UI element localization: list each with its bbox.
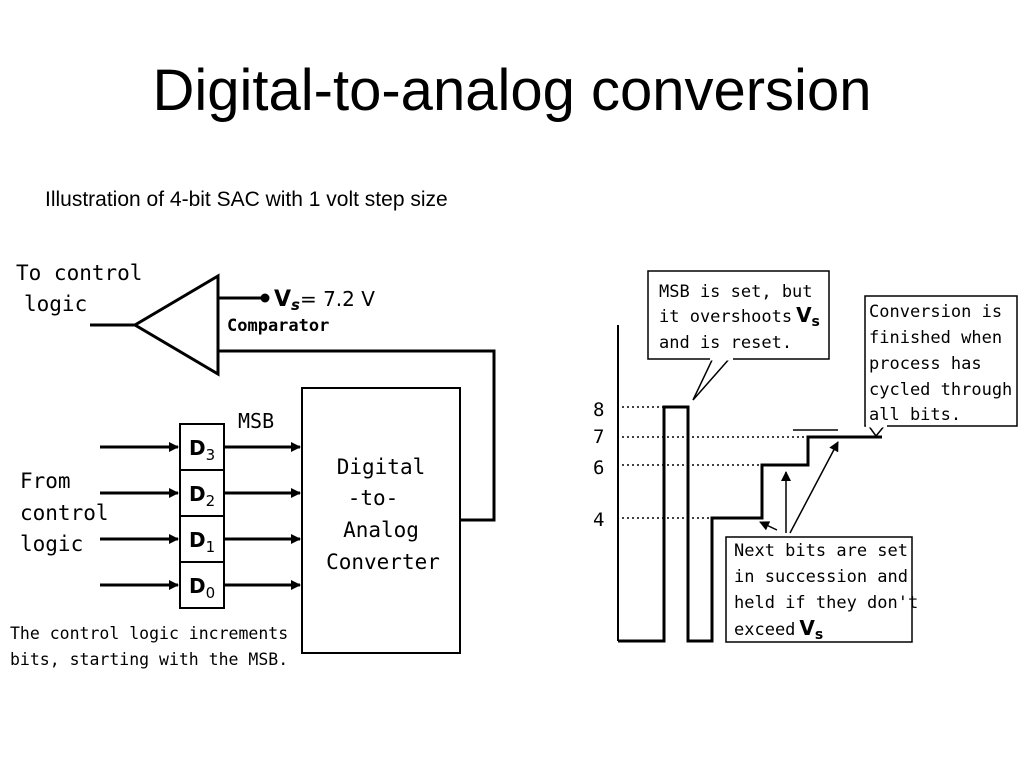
- pointer-arrow: [789, 441, 839, 534]
- callout-next-text: Next bits are set: [734, 541, 908, 561]
- bit-label-d0: D0: [189, 574, 215, 602]
- control-logic-note: bits, starting with the MSB.: [10, 650, 288, 669]
- callout-msb-box: [647, 270, 830, 360]
- callout-next-text: held if they don't: [734, 593, 918, 613]
- callout-msb-text: MSB is set, but: [659, 282, 813, 302]
- callout-finished-box: [864, 295, 1018, 427]
- bit-register: D3 D2 D1 D0: [179, 423, 225, 609]
- bit-label-d3: D3: [189, 436, 215, 464]
- dac-label: Digital: [337, 455, 426, 479]
- msb-label: MSB: [238, 409, 274, 433]
- callout-finished-text: all bits.: [869, 405, 961, 425]
- dac-label: Analog: [343, 518, 419, 542]
- bit-label-d1: D1: [189, 528, 215, 556]
- slide-title: Digital-to-analog conversion: [152, 58, 872, 123]
- callout-finished-text: finished when: [869, 328, 1002, 348]
- y-tick-label: 4: [593, 509, 604, 531]
- callout-finished-text: cycled through: [869, 380, 1012, 400]
- y-tick-label: 7: [593, 426, 604, 448]
- to-control-label: To control: [16, 261, 142, 285]
- callout-next-box: [725, 536, 913, 643]
- dac-label: Converter: [326, 550, 440, 574]
- dac-feedback-line: [218, 349, 496, 522]
- to-control-label: logic: [24, 292, 87, 316]
- callout-msb-text: and is reset.: [659, 333, 792, 353]
- comparator-label: Comparator: [227, 316, 329, 336]
- control-logic-note: The control logic increments: [10, 624, 288, 643]
- dac-label: -to-: [348, 486, 399, 510]
- bit-box-d1: [179, 515, 225, 563]
- circuit: To control logic Vs= 7.2 V Comparator MS…: [10, 261, 496, 669]
- y-tick-label: 6: [593, 457, 604, 479]
- comparator-symbol: [132, 273, 220, 377]
- callout-finished-text: Conversion is: [869, 302, 1002, 322]
- callout-next-bits: Next bits are set in succession and held…: [725, 536, 918, 643]
- vs-terminal: [260, 293, 270, 303]
- dac-box: [301, 387, 461, 654]
- callout-finished-text: process has: [869, 354, 982, 374]
- y-tick-label: 8: [593, 399, 604, 421]
- from-control-label: logic: [20, 532, 83, 556]
- callout-finished: Conversion is finished when process has …: [864, 295, 1018, 438]
- pointer-arrow: [759, 521, 778, 531]
- slide-subtitle: Illustration of 4-bit SAC with 1 volt st…: [45, 188, 448, 211]
- from-control-label: From: [20, 469, 71, 493]
- bit-box-d2: [179, 469, 225, 517]
- callout-msb-pointer: [692, 357, 732, 401]
- vs-label: Vs= 7.2 V: [274, 287, 375, 314]
- callout-next-text: in succession and: [734, 567, 908, 587]
- bit-label-d2: D2: [189, 482, 215, 510]
- sac-waveform: [618, 405, 882, 643]
- from-control-label: control: [20, 501, 109, 525]
